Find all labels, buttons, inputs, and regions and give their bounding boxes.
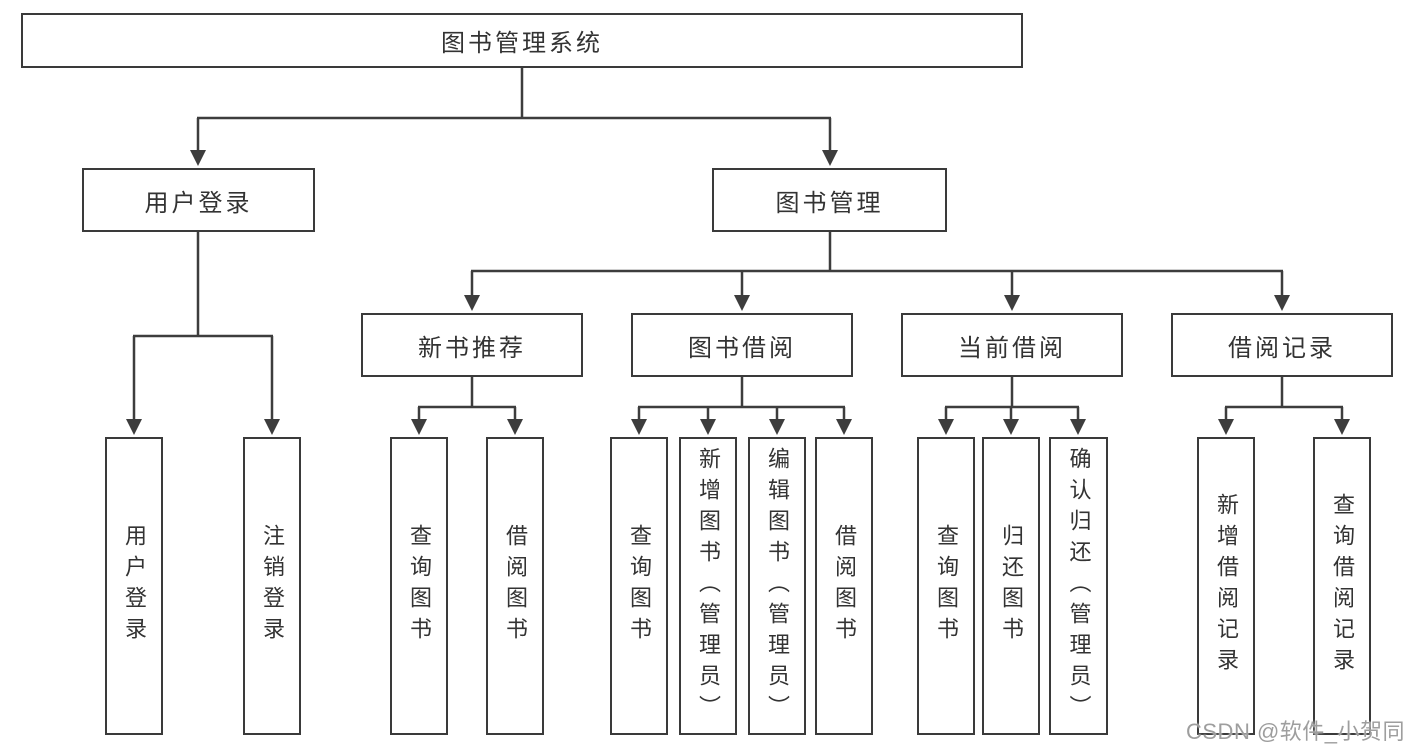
leaf-borrow-books: 借阅图书: [815, 437, 873, 735]
leaf-add-books-admin: 新增图书（管理员）: [679, 437, 737, 735]
node-borrow-records-label: 借阅记录: [1228, 334, 1336, 362]
node-borrow-records: 借阅记录: [1171, 313, 1393, 377]
leaf-confirm-return-admin: 确认归还（管理员）: [1049, 437, 1108, 735]
leaf-confirm-return-admin-label: 确认归还（管理员）: [1066, 446, 1092, 726]
node-new-book-recommend-label: 新书推荐: [418, 334, 526, 362]
leaf-query-books-recommend: 查询图书: [390, 437, 448, 735]
node-book-borrow-label: 图书借阅: [688, 334, 796, 362]
node-book-management-label: 图书管理: [775, 189, 884, 217]
leaf-query-borrow-record-label: 查询借阅记录: [1330, 493, 1355, 679]
node-new-book-recommend: 新书推荐: [361, 313, 583, 377]
leaf-borrow-books-recommend: 借阅图书: [486, 437, 544, 735]
leaf-user-login-label: 用户登录: [122, 524, 147, 648]
leaf-borrow-books-label: 借阅图书: [832, 524, 857, 648]
leaf-logout-label: 注销登录: [260, 524, 285, 648]
watermark: CSDN @软件_小贺同学: [1186, 719, 1405, 744]
leaf-user-login: 用户登录: [105, 437, 163, 735]
node-current-borrow: 当前借阅: [901, 313, 1123, 377]
node-user-login-label: 用户登录: [144, 189, 253, 217]
node-book-management: 图书管理: [712, 168, 947, 232]
leaf-query-books-borrow-label: 查询图书: [627, 524, 652, 648]
leaf-add-borrow-record: 新增借阅记录: [1197, 437, 1255, 735]
leaf-edit-books-admin: 编辑图书（管理员）: [748, 437, 806, 735]
node-current-borrow-label: 当前借阅: [958, 334, 1066, 362]
leaf-edit-books-admin-label: 编辑图书（管理员）: [765, 446, 790, 726]
leaf-query-borrow-record: 查询借阅记录: [1313, 437, 1371, 735]
leaf-query-books-recommend-label: 查询图书: [407, 524, 432, 648]
leaf-return-books: 归还图书: [982, 437, 1040, 735]
leaf-borrow-books-recommend-label: 借阅图书: [503, 524, 528, 648]
leaf-query-books-current-label: 查询图书: [934, 524, 959, 648]
leaf-return-books-label: 归还图书: [999, 524, 1024, 648]
leaf-add-books-admin-label: 新增图书（管理员）: [696, 446, 721, 726]
node-root-label: 图书管理系统: [441, 30, 603, 57]
leaf-query-books-borrow: 查询图书: [610, 437, 668, 735]
leaf-query-books-current: 查询图书: [917, 437, 975, 735]
leaf-add-borrow-record-label: 新增借阅记录: [1214, 493, 1239, 679]
node-root: 图书管理系统: [21, 13, 1023, 68]
leaf-logout: 注销登录: [243, 437, 301, 735]
node-book-borrow: 图书借阅: [631, 313, 853, 377]
node-user-login: 用户登录: [82, 168, 315, 232]
